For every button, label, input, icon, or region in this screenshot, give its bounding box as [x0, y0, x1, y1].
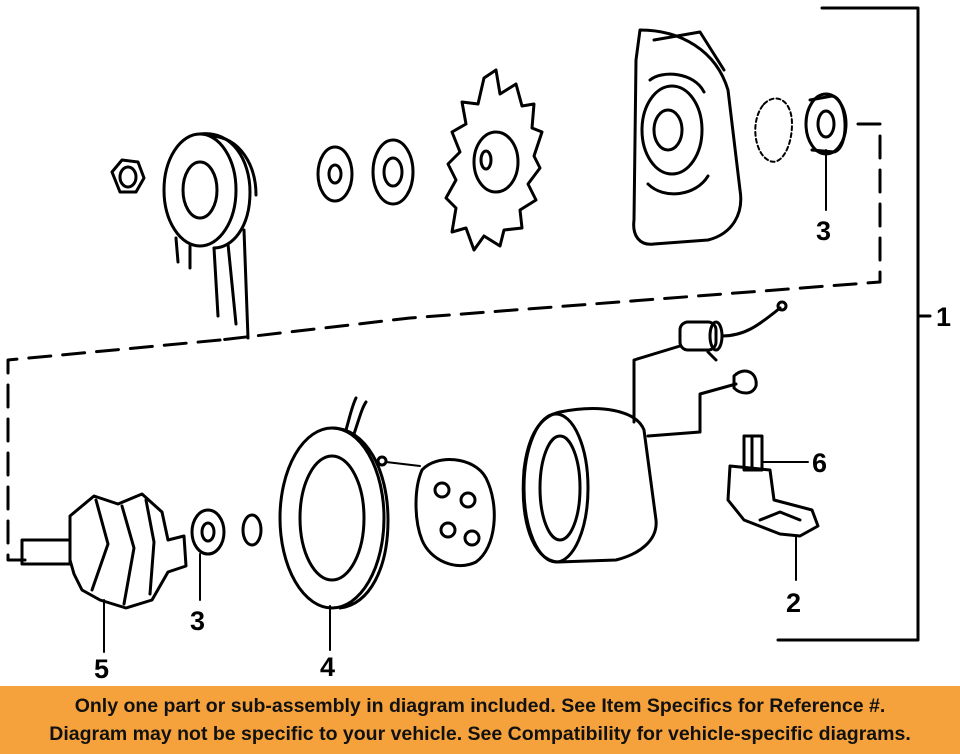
rotor	[20, 492, 188, 610]
assembly-bracket	[776, 6, 920, 642]
front-bearing	[804, 92, 848, 156]
cooling-fan	[444, 68, 544, 252]
disclaimer-line-1: Only one part or sub-assembly in diagram…	[74, 695, 886, 717]
dashed-guide-upper	[218, 122, 882, 342]
snap-ring	[241, 513, 263, 547]
callout-6: 6	[812, 448, 827, 478]
disclaimer-banner: Only one part or sub-assembly in diagram…	[0, 686, 960, 754]
pulley-and-belt	[162, 132, 258, 340]
drive-end-housing	[632, 28, 743, 246]
rear-bearing	[190, 508, 226, 556]
callout-5: 5	[94, 654, 109, 684]
callout-2: 2	[786, 588, 801, 618]
terminal-clip	[732, 369, 758, 395]
callout-3-rear: 3	[190, 606, 205, 636]
disclaimer-line-2: Diagram may not be specific to your vehi…	[49, 723, 911, 745]
capacitor	[678, 300, 788, 362]
regulator	[726, 434, 820, 538]
spacer-washer	[316, 145, 354, 203]
bearing-retainer	[754, 97, 793, 163]
alternator-exploded-diagram: 1 2 3 3 4 5 6	[6, 6, 951, 684]
pulley-nut	[110, 158, 146, 194]
slip-ring-end-housing	[521, 344, 738, 564]
dashed-guide-lower	[6, 338, 222, 562]
callout-1: 1	[936, 302, 951, 332]
stator	[278, 396, 390, 610]
callout-4: 4	[320, 652, 335, 682]
rectifier	[376, 455, 496, 568]
callout-3-front: 3	[816, 216, 831, 246]
spacer-collar	[371, 138, 415, 206]
